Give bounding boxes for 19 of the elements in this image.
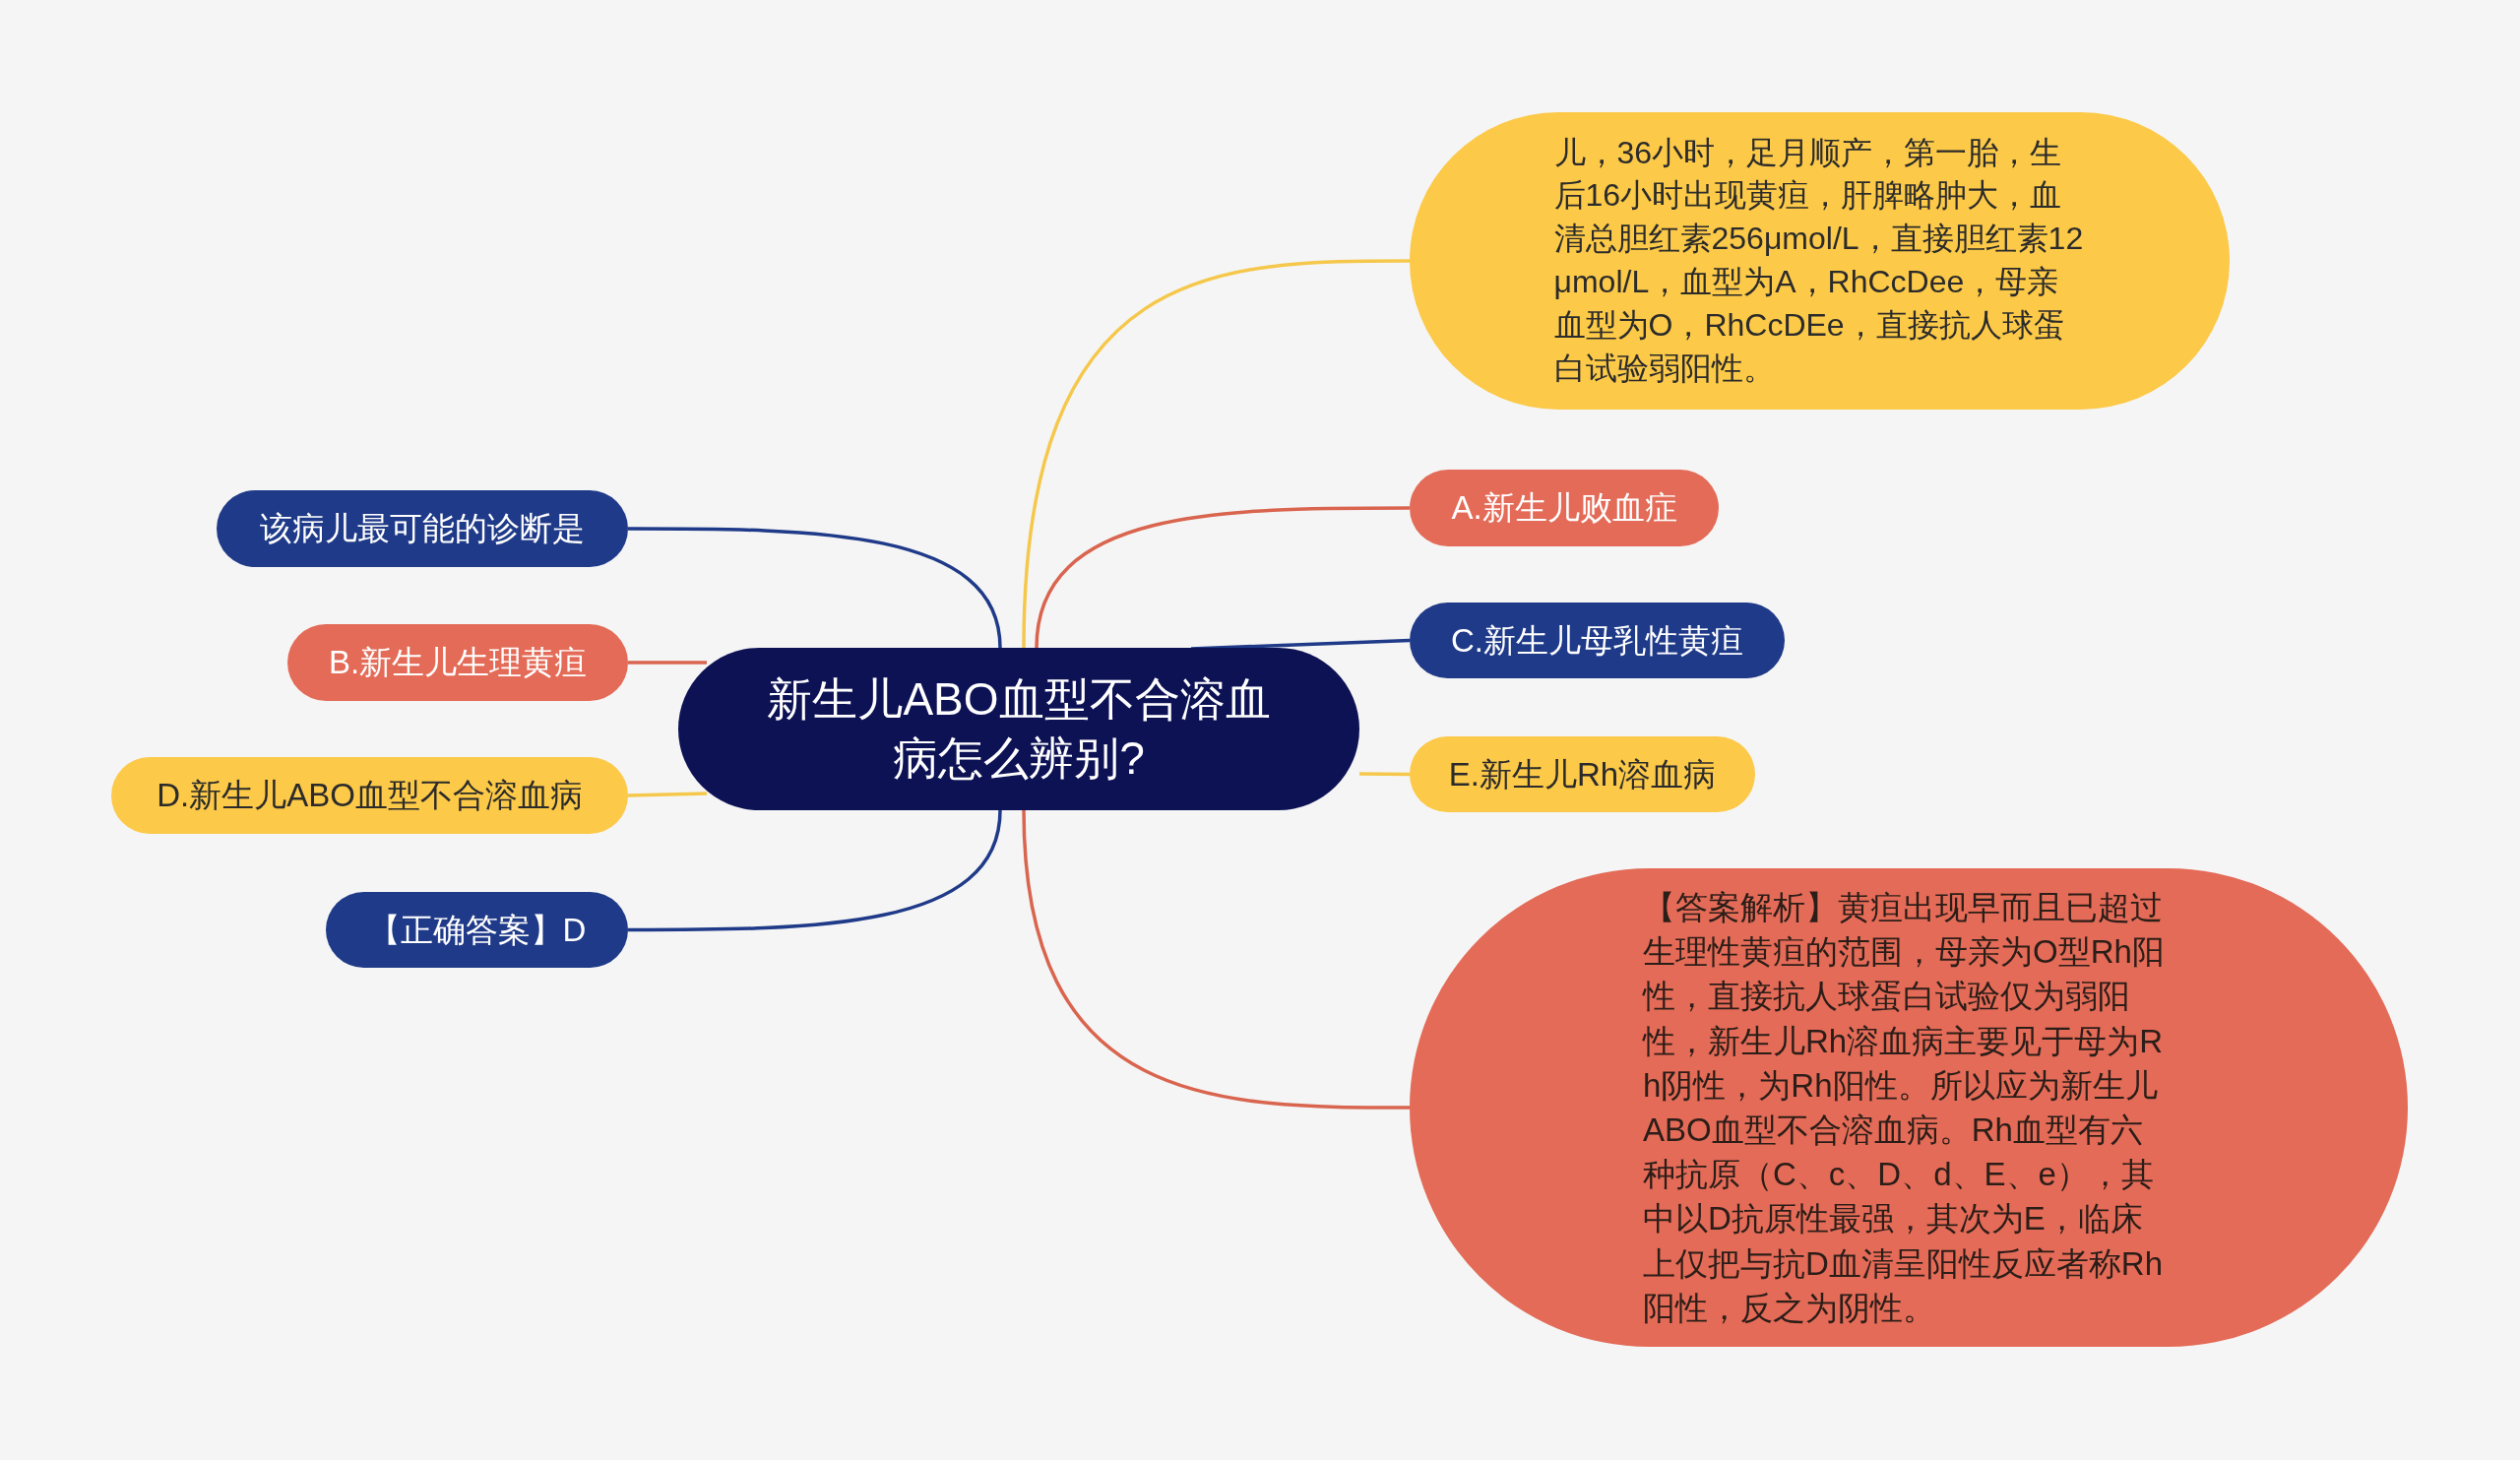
node-text: C.新生儿母乳性黄疸 bbox=[1451, 620, 1743, 661]
node-text: 该病儿最可能的诊断是 bbox=[260, 509, 585, 549]
node-text: B.新生儿生理黄疸 bbox=[328, 643, 588, 683]
node-text: 【正确答案】D bbox=[367, 910, 587, 950]
node-text: A.新生儿败血症 bbox=[1451, 488, 1677, 529]
node-text: D.新生儿ABO血型不合溶血病 bbox=[157, 776, 583, 816]
connector-line bbox=[1359, 772, 1410, 777]
connector-line bbox=[1190, 638, 1411, 651]
connector-line bbox=[628, 809, 1002, 932]
connector-line bbox=[628, 661, 707, 665]
connector-line bbox=[627, 792, 708, 797]
node-text: 儿，36小时，足月顺产，第一胎，生后16小时出现黄疸，肝脾略肿大，血清总胆红素256μmol/L，直接胆红素12μmol/L，血型为A，RhCcDee，母亲血型为O，RhCcDEe，直接抗人球蛋白试验弱阳性。 bbox=[1553, 133, 2085, 388]
connector-line bbox=[1022, 259, 1410, 649]
node-text: E.新生儿Rh溶血病 bbox=[1448, 754, 1717, 794]
connector-line bbox=[628, 527, 1002, 649]
node-text: 新生儿ABO血型不合溶血病怎么辨别? bbox=[766, 671, 1272, 786]
node-text: 【答案解析】黄疸出现早而且已超过生理性黄疸的范围，母亲为O型Rh阳性，直接抗人球蛋白试验仅为弱阳性，新生儿Rh溶血病主要见于母为Rh阴性，为Rh阳性。所以应为新生儿ABO血型不合溶血病。Rh血型有六种抗原（C、c、D、d、E、e），其中以D抗原性最强，其次为E，临床上仅把与抗D血清呈阳性反应者称Rh阳性，反之为阴性。 bbox=[1643, 888, 2166, 1328]
connector-line bbox=[1022, 809, 1410, 1110]
connector-line bbox=[1035, 506, 1410, 649]
